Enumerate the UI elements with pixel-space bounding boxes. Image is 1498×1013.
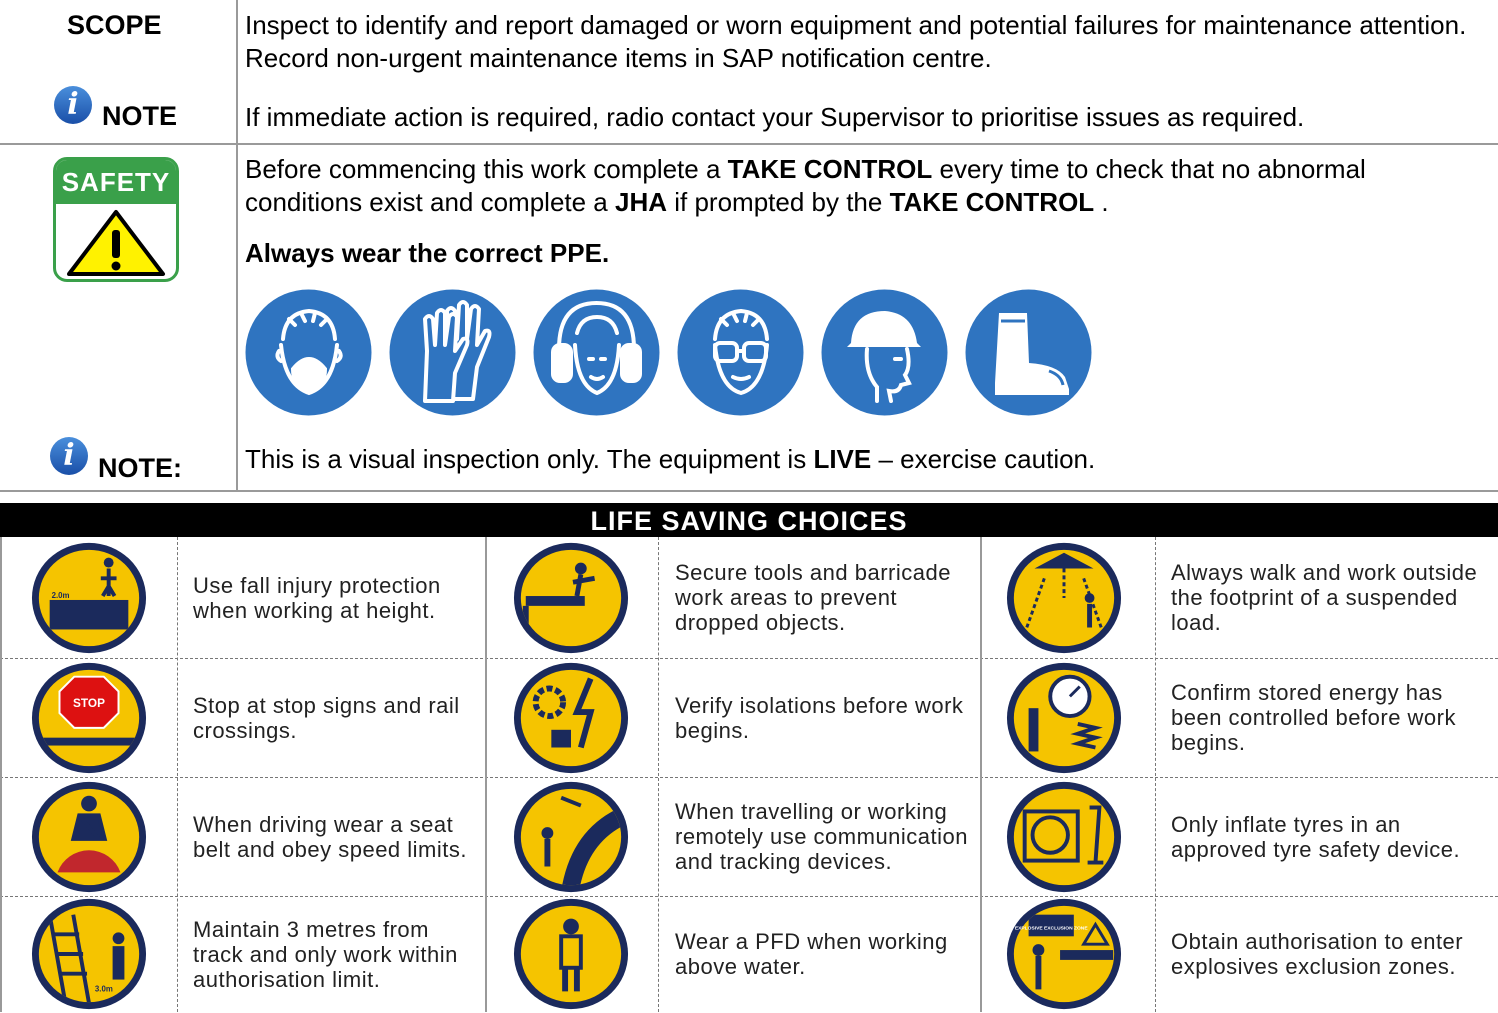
icon-label: EXPLOSIVE EXCLUSION ZONE [1015, 925, 1089, 931]
take-control-text-part: if prompted by the [667, 187, 890, 217]
note-label: NOTE [102, 101, 178, 131]
column-divider [0, 537, 2, 1012]
cell-divider [177, 537, 178, 1012]
pfd-icon [513, 898, 629, 1010]
live-note-part: This is a visual inspection only. The eq… [245, 444, 814, 474]
scope-text: Inspect to identify and report damaged o… [245, 10, 1467, 73]
lsc-item-text: Use fall injury protection when working … [193, 572, 441, 623]
live-note-text: This is a visual inspection only. The eq… [245, 443, 1095, 476]
stored-energy-icon [1006, 662, 1122, 773]
lsc-item-text: Secure tools and barricade work areas to… [675, 560, 951, 635]
note-text: If immediate action is required, radio c… [245, 102, 1305, 132]
lsc-grid: 2.0m Use fall injury protection when work… [0, 537, 1498, 1012]
ear-muffs-icon [533, 289, 660, 416]
jha-bold: JHA [615, 187, 668, 217]
life-saving-choices: LIFE SAVING CHOICES 2.0m Use fall injury … [0, 503, 1498, 1012]
lsc-item-text: Maintain 3 metres from track and only wo… [193, 916, 458, 992]
lsc-title: LIFE SAVING CHOICES [0, 503, 1498, 537]
remote-travel-icon [513, 781, 629, 892]
warning-triangle-icon [67, 210, 165, 276]
fall-protection-icon: 2.0m [31, 542, 147, 653]
gloves-icon [389, 289, 516, 416]
icon-label: STOP [73, 696, 105, 710]
icon-label: 2.0m [52, 591, 70, 600]
dropped-objects-icon [513, 542, 629, 653]
take-control-text-part: . [1094, 187, 1109, 217]
instruction-table: SCOPE Inspect to identify and report dam… [0, 0, 1498, 492]
safety-badge-label: SAFETY [56, 160, 176, 204]
safety-glasses-icon [677, 289, 804, 416]
info-icon: i [54, 86, 92, 124]
take-control-text-part: Before commencing this work complete a [245, 154, 728, 184]
dust-mask-icon [245, 289, 372, 416]
seat-belt-icon [31, 781, 147, 892]
row-divider [0, 777, 1498, 778]
lsc-item-text: Only inflate tyres in an approved tyre s… [1171, 811, 1461, 862]
lsc-item-text: When driving wear a seat belt and obey s… [193, 811, 467, 862]
cell-divider [658, 537, 659, 1012]
take-control-bold: TAKE CONTROL [727, 154, 933, 184]
row-divider [0, 896, 1498, 897]
tyre-safety-icon [1006, 781, 1122, 892]
take-control-bold: TAKE CONTROL [889, 187, 1095, 217]
note-label-2: NOTE: [98, 453, 182, 483]
isolation-icon [513, 662, 629, 773]
take-control-text: Before commencing this work complete a T… [245, 153, 1485, 219]
safety-badge: SAFETY [53, 157, 179, 282]
cell-divider [1155, 537, 1156, 1012]
ppe-instruction: Always wear the correct PPE. [245, 238, 610, 268]
stop-sign-icon: STOP [31, 662, 147, 773]
icon-label: 3.0m [95, 984, 113, 993]
suspended-load-icon [1006, 542, 1122, 653]
explosives-zone-icon: EXPLOSIVE EXCLUSION ZONE [1006, 898, 1122, 1010]
live-note-part: – exercise caution. [871, 444, 1096, 474]
column-divider [485, 537, 487, 1012]
row-divider [0, 658, 1498, 659]
lsc-item-text: Always walk and work outside the footpri… [1171, 560, 1478, 635]
lsc-item-text: When travelling or working remotely use … [675, 799, 969, 874]
lsc-item-text: Obtain authorisation to enter explosives… [1171, 929, 1464, 979]
live-bold: LIVE [813, 444, 872, 474]
safety-boot-icon [965, 289, 1092, 416]
safety-row [0, 145, 1498, 492]
scope-label: SCOPE [67, 10, 162, 40]
lsc-item-text: Wear a PFD when working above water. [675, 929, 948, 979]
column-divider [980, 537, 982, 1012]
lsc-item-text: Stop at stop signs and rail crossings. [193, 692, 460, 743]
column-divider [236, 0, 238, 492]
hard-hat-icon [821, 289, 948, 416]
take-control-text-part: every time to check that no abnormal con… [245, 154, 1366, 217]
scope-row [0, 0, 1498, 145]
lsc-item-text: Confirm stored energy has been controlle… [1171, 680, 1456, 755]
rail-track-icon: 3.0m [31, 898, 147, 1010]
info-icon: i [50, 437, 88, 475]
lsc-item-text: Verify isolations before work begins. [675, 692, 964, 743]
